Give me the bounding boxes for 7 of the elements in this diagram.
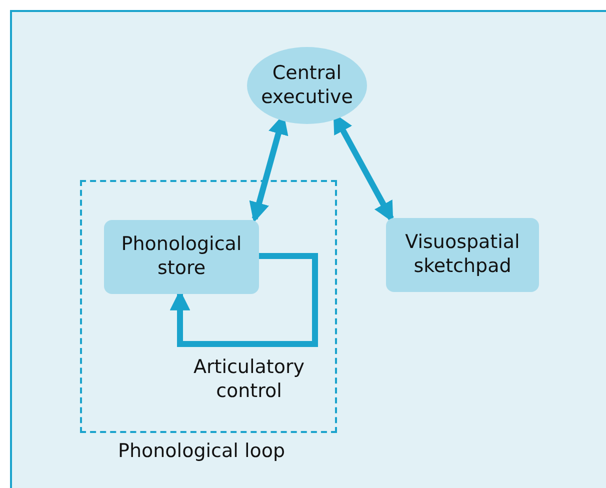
- process-box: [386, 218, 539, 292]
- process-box: [104, 220, 259, 294]
- group-title: Phonological loop: [118, 440, 286, 462]
- node-text: Visuospatial sketchpad: [404, 231, 521, 279]
- node-text: Phonological store: [120, 233, 243, 281]
- node-text: Central executive: [260, 62, 354, 110]
- arrow: [170, 253, 318, 347]
